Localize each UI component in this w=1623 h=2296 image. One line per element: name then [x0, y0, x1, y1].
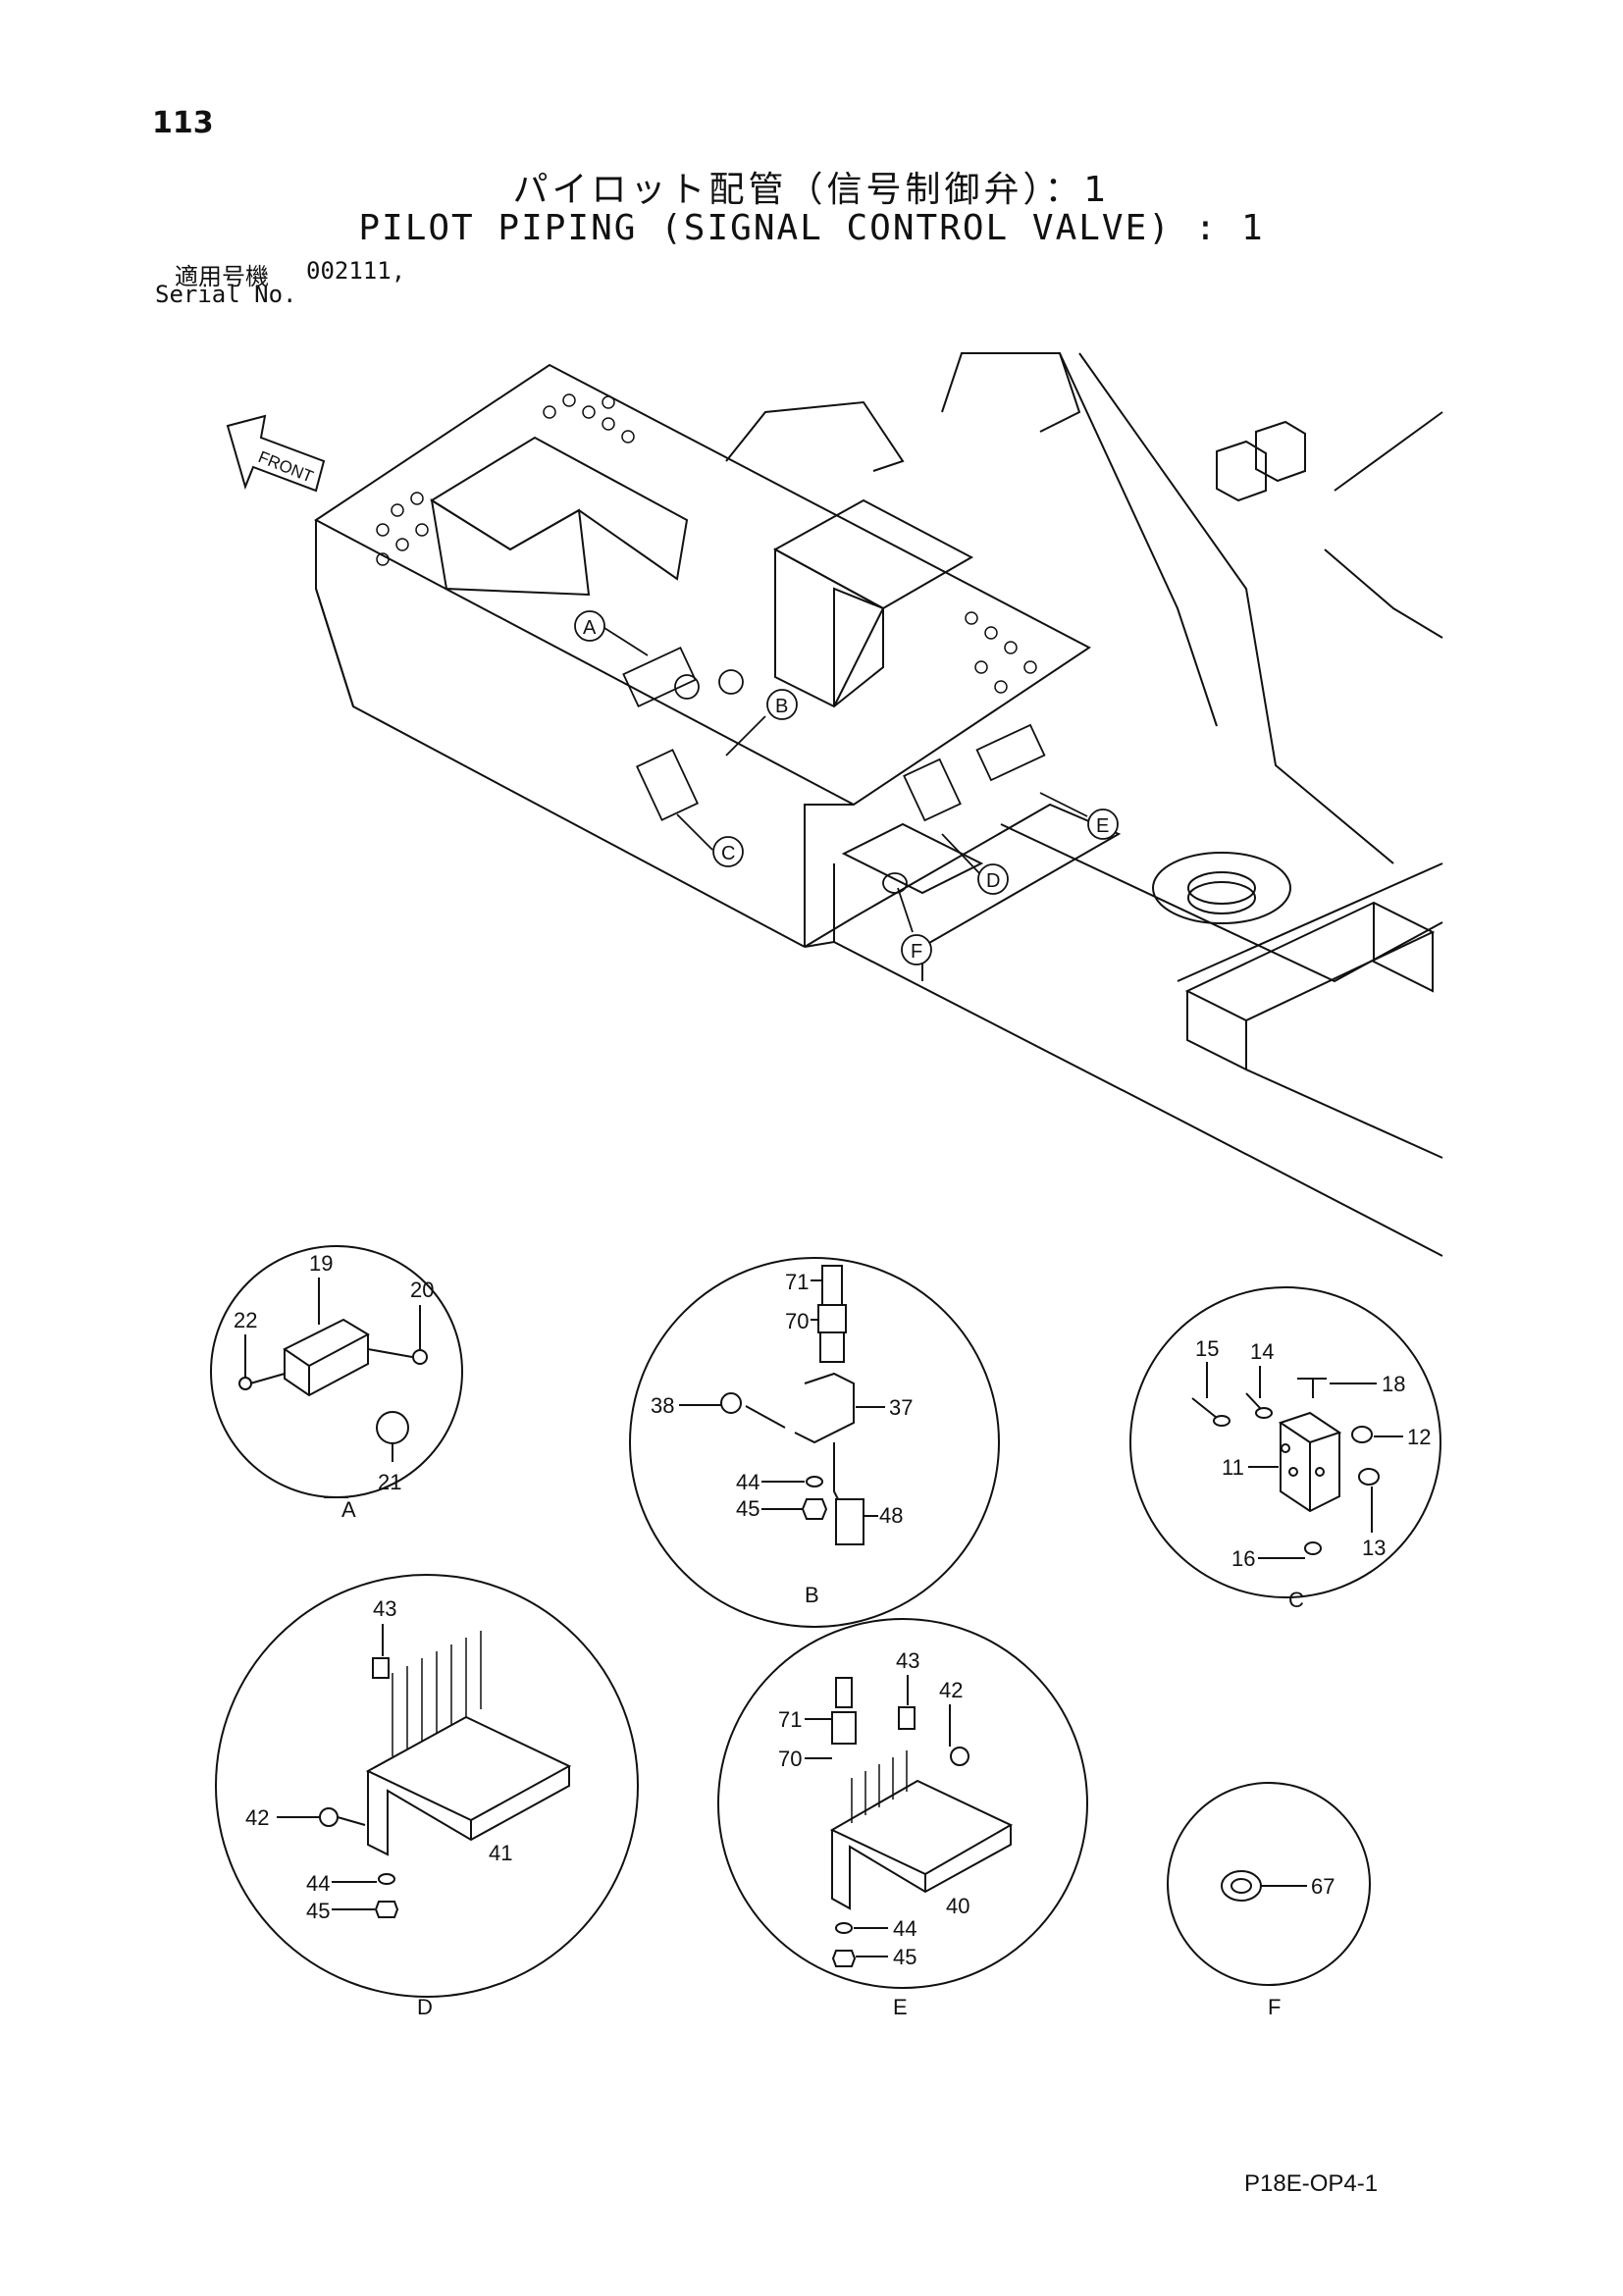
bolt-holes: [376, 393, 1037, 694]
svg-text:A: A: [583, 617, 597, 639]
svg-text:B: B: [805, 1583, 819, 1607]
title-english: PILOT PIPING (SIGNAL CONTROL VALVE) : 1: [358, 208, 1265, 248]
document-code: P18E-OP4-1: [1244, 2170, 1379, 2197]
svg-text:45: 45: [306, 1899, 330, 1923]
detail-b: 71 70 38 37 44 45 48 B: [629, 1257, 1000, 1628]
svg-text:43: 43: [896, 1648, 919, 1673]
svg-text:70: 70: [778, 1747, 802, 1771]
callout-a: A: [574, 610, 649, 656]
svg-text:42: 42: [245, 1805, 269, 1830]
svg-text:41: 41: [489, 1841, 512, 1865]
serial-label-japanese: 適用号機: [175, 263, 269, 290]
callouts: A B C D E F: [574, 610, 1119, 965]
callout-c: C: [676, 813, 744, 867]
svg-text:F: F: [1268, 1995, 1281, 2019]
serial-value: 002111,: [306, 257, 406, 285]
svg-text:B: B: [775, 696, 788, 717]
page-number: 113: [152, 106, 214, 140]
svg-text:21: 21: [378, 1470, 401, 1494]
svg-text:20: 20: [410, 1278, 434, 1302]
svg-text:11: 11: [1222, 1455, 1244, 1480]
svg-text:40: 40: [946, 1894, 969, 1918]
detail-e: 71 43 42 70 40 44 45 E: [717, 1618, 1088, 2019]
svg-text:38: 38: [651, 1393, 674, 1418]
callout-b: B: [725, 689, 798, 757]
svg-text:E: E: [1096, 815, 1109, 837]
svg-text:42: 42: [939, 1678, 963, 1702]
svg-text:18: 18: [1382, 1372, 1405, 1396]
detail-a: 19 20 22 21 A: [210, 1245, 463, 1522]
svg-text:43: 43: [373, 1596, 396, 1621]
callout-d: D: [941, 833, 1009, 895]
svg-text:67: 67: [1311, 1874, 1335, 1899]
detail-d: 43 42 41 44 45 D: [215, 1574, 639, 2019]
svg-text:44: 44: [736, 1470, 759, 1494]
svg-text:12: 12: [1407, 1425, 1431, 1449]
svg-text:71: 71: [785, 1270, 809, 1294]
svg-text:E: E: [893, 1995, 908, 2019]
svg-text:45: 45: [736, 1496, 759, 1521]
svg-text:D: D: [417, 1995, 433, 2019]
main-frame-illustration: [314, 352, 1443, 1257]
detail-f: 67 F: [1167, 1782, 1371, 2019]
svg-text:70: 70: [785, 1309, 809, 1333]
svg-text:F: F: [911, 941, 922, 963]
callout-e: E: [1039, 792, 1119, 840]
serial-label-english: Serial No.: [155, 281, 297, 308]
svg-text:C: C: [1288, 1588, 1304, 1612]
svg-text:16: 16: [1231, 1546, 1255, 1571]
svg-text:A: A: [341, 1497, 356, 1522]
svg-text:22: 22: [234, 1308, 257, 1332]
svg-text:19: 19: [309, 1251, 333, 1276]
svg-text:44: 44: [306, 1871, 330, 1896]
svg-text:48: 48: [879, 1503, 903, 1528]
svg-text:71: 71: [778, 1707, 802, 1732]
callout-f: F: [897, 887, 932, 965]
svg-text:D: D: [986, 870, 1000, 892]
svg-text:13: 13: [1362, 1536, 1386, 1560]
detail-c: 15 14 18 12 11 16 13 C: [1129, 1286, 1441, 1612]
svg-text:37: 37: [889, 1395, 913, 1420]
title-japanese: パイロット配管（信号制御弁）：1: [512, 170, 1111, 210]
svg-text:15: 15: [1195, 1336, 1219, 1361]
svg-text:44: 44: [893, 1916, 916, 1941]
front-arrow-icon: FRONT: [226, 414, 326, 493]
svg-text:14: 14: [1250, 1339, 1274, 1364]
svg-text:45: 45: [893, 1945, 916, 1969]
svg-text:C: C: [721, 843, 735, 864]
